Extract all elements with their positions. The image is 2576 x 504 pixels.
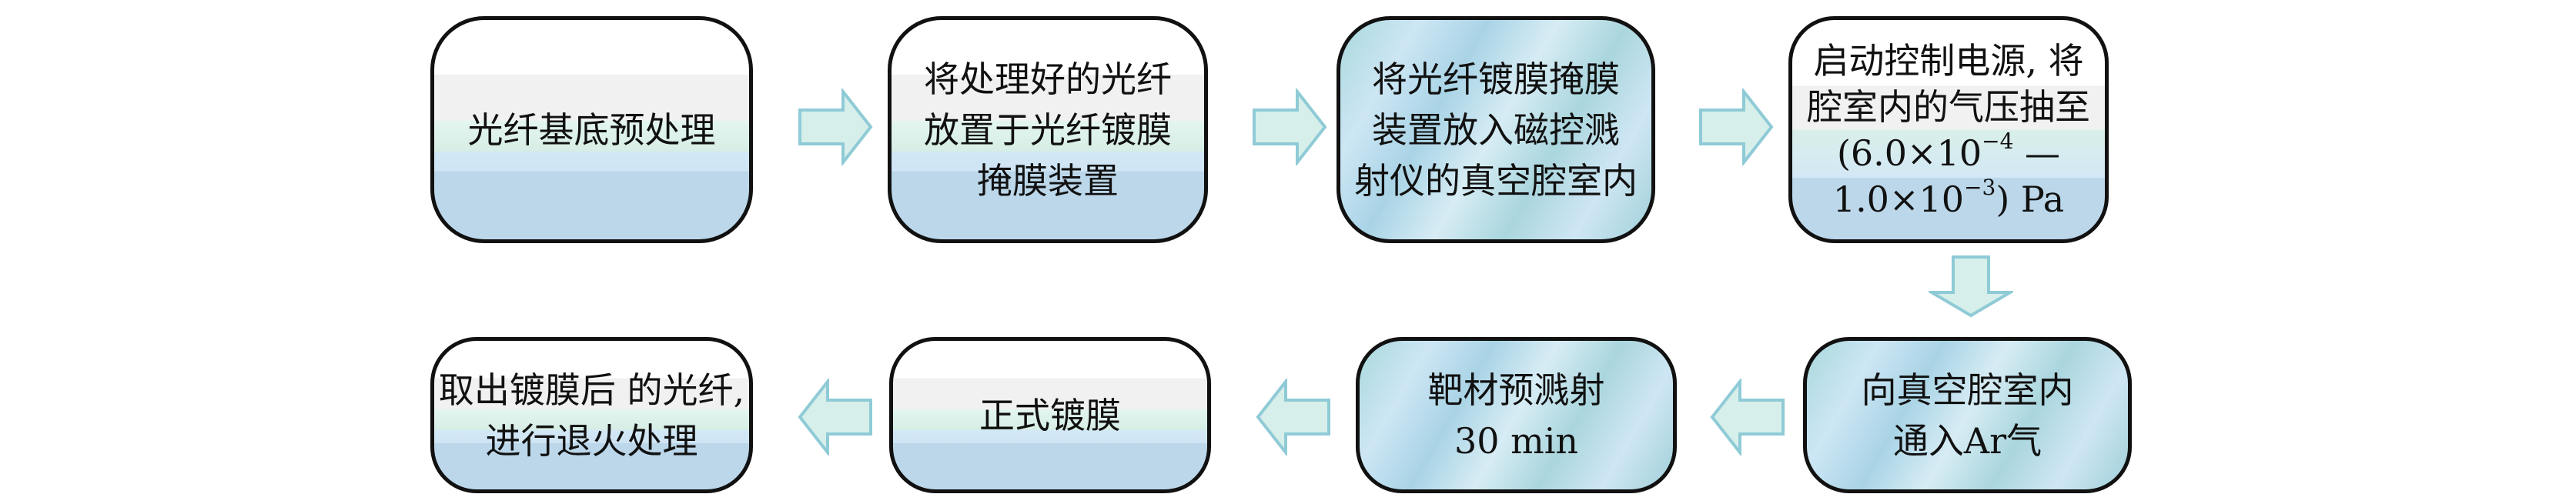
arrow-right-icon	[1699, 88, 1774, 165]
step-4-line-1: 启动控制电源, 将	[1813, 39, 2084, 82]
arrow-right-icon	[798, 88, 873, 165]
step-2-label: 将处理好的光纤 放置于光纤镀膜 掩膜装置	[924, 58, 1172, 202]
step-6-pre-sputter: 靶材预溅射 30 min	[1356, 337, 1677, 493]
step-7-coating: 正式镀膜	[889, 337, 1211, 493]
pressure-high-base: 1.0×10	[1832, 178, 1965, 220]
arrow-right-icon	[1253, 88, 1327, 165]
step-7-label: 正式镀膜	[979, 394, 1121, 436]
pressure-low-exponent: −4	[1982, 128, 2014, 154]
step-8-anneal: 取出镀膜后 的光纤, 进行退火处理	[430, 337, 753, 493]
step-4-pump-vacuum: 启动控制电源, 将 腔室内的气压抽至 (6.0×10−4 — 1.0×10−3)…	[1788, 16, 2109, 243]
step-2-place-fiber: 将处理好的光纤 放置于光纤镀膜 掩膜装置	[888, 16, 1208, 243]
step-4-line-2: 腔室内的气压抽至	[1807, 85, 2090, 128]
arrow-left-icon	[1710, 379, 1785, 456]
pressure-low-base: (6.0×10	[1836, 132, 1982, 174]
step-5-argon-inflow: 向真空腔室内 通入Ar气	[1803, 337, 2132, 493]
pressure-unit: ) Pa	[1996, 178, 2065, 220]
step-4-label: 启动控制电源, 将 腔室内的气压抽至 (6.0×10−4 — 1.0×10−3)…	[1807, 38, 2090, 222]
step-1-fiber-pretreatment: 光纤基底预处理	[430, 16, 753, 243]
arrow-left-icon	[1256, 379, 1330, 456]
pressure-high-exponent: −3	[1964, 174, 1996, 200]
step-8-label: 取出镀膜后 的光纤, 进行退火处理	[438, 369, 745, 462]
step-6-label: 靶材预溅射 30 min	[1427, 369, 1605, 462]
step-1-label: 光纤基底预处理	[467, 108, 716, 151]
step-4-line-3: (6.0×10−4 —	[1807, 130, 2090, 176]
range-dash: —	[2013, 132, 2061, 174]
step-5-label: 向真空腔室内 通入Ar气	[1861, 369, 2074, 462]
step-3-into-chamber: 将光纤镀膜掩膜 装置放入磁控溅 射仪的真空腔室内	[1337, 16, 1655, 243]
step-3-label: 将光纤镀膜掩膜 装置放入磁控溅 射仪的真空腔室内	[1354, 58, 1638, 202]
arrow-left-icon	[798, 379, 872, 456]
arrow-down-icon	[1929, 255, 2013, 318]
step-4-line-4: 1.0×10−3) Pa	[1807, 176, 2090, 222]
